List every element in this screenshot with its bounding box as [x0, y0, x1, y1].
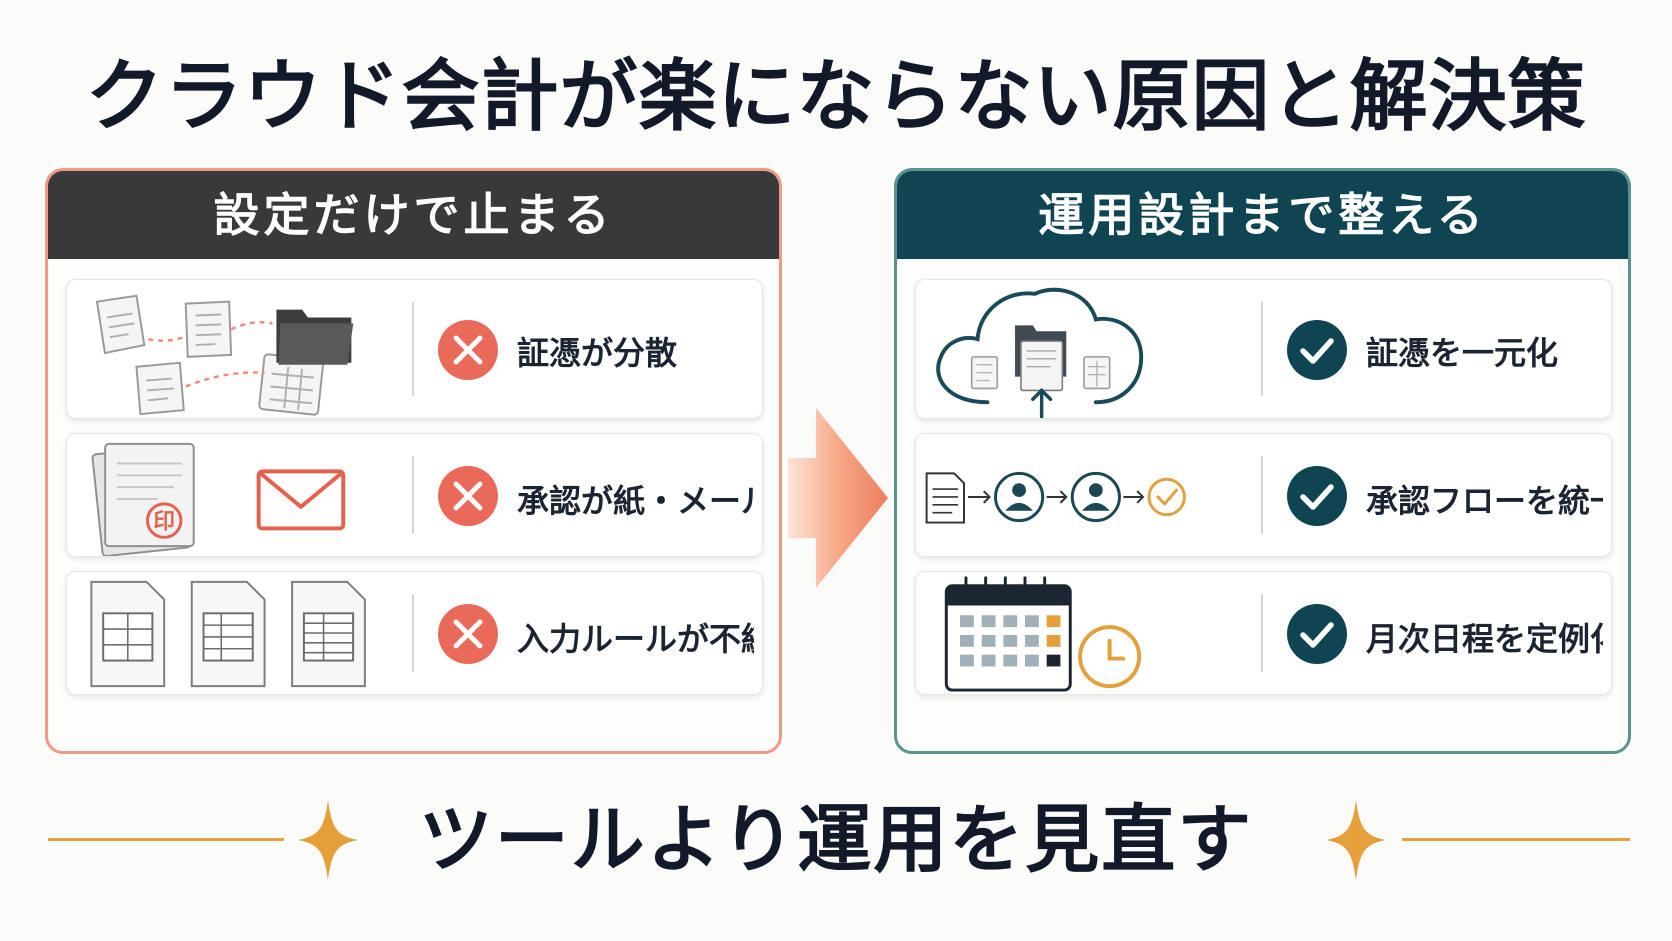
problem-panel: 設定だけで止まる	[45, 168, 782, 754]
cross-mark-icon	[438, 604, 498, 664]
tagline-left-rule	[48, 838, 284, 841]
calendar-clock-icon	[944, 576, 1142, 692]
cross-mark-icon	[438, 466, 498, 526]
solution-label: 承認フローを統一	[1366, 482, 1603, 520]
solution-row-monthly-schedule: 月次日程を定例化	[915, 571, 1612, 695]
row-divider	[412, 302, 414, 396]
problem-label: 証憑が分散	[517, 334, 678, 372]
spreadsheet-documents-icon	[90, 580, 366, 688]
check-mark-icon	[1287, 466, 1347, 526]
cross-mark-icon	[438, 320, 498, 380]
problem-label: 入力ルールが不統一	[517, 620, 754, 658]
stamp-text: 印	[153, 509, 175, 534]
problem-row-scattered-vouchers: 証憑が分散	[66, 279, 763, 419]
solution-label: 月次日程を定例化	[1366, 620, 1603, 658]
row-divider	[1261, 302, 1263, 396]
solution-label: 証憑を一元化	[1366, 334, 1559, 372]
row-divider	[1261, 456, 1263, 534]
problem-row-input-rules: 入力ルールが不統一	[66, 571, 763, 695]
problem-panel-heading: 設定だけで止まる	[48, 171, 779, 259]
check-mark-icon	[1287, 604, 1347, 664]
row-divider	[412, 594, 414, 672]
page-title: クラウド会計が楽にならない原因と解決策	[85, 52, 1587, 142]
sparkle-left-icon	[298, 800, 358, 880]
scattered-documents-icon	[95, 294, 354, 416]
tagline-text: ツールより運用を見直す	[418, 797, 1254, 883]
row-divider	[1261, 594, 1263, 672]
problem-row-paper-approval: 印 承認が紙・メール	[66, 433, 763, 557]
solution-row-centralize-vouchers: 証憑を一元化	[915, 279, 1612, 419]
sparkle-right-icon	[1326, 800, 1386, 880]
problem-label: 承認が紙・メール	[517, 482, 754, 520]
paper-and-mail-icon: 印	[91, 442, 346, 556]
approval-flow-icon	[925, 471, 1186, 524]
transition-arrow-icon	[788, 408, 888, 588]
cloud-storage-icon	[936, 287, 1144, 418]
solution-panel: 運用設計まで整える 証憑を一元化	[894, 168, 1631, 754]
tagline-right-rule	[1402, 838, 1630, 841]
solution-row-approval-flow: 承認フローを統一	[915, 433, 1612, 557]
check-mark-icon	[1287, 320, 1347, 380]
solution-panel-heading: 運用設計まで整える	[897, 171, 1628, 259]
row-divider	[412, 456, 414, 534]
tagline-banner: ツールより運用を見直す	[0, 790, 1672, 900]
